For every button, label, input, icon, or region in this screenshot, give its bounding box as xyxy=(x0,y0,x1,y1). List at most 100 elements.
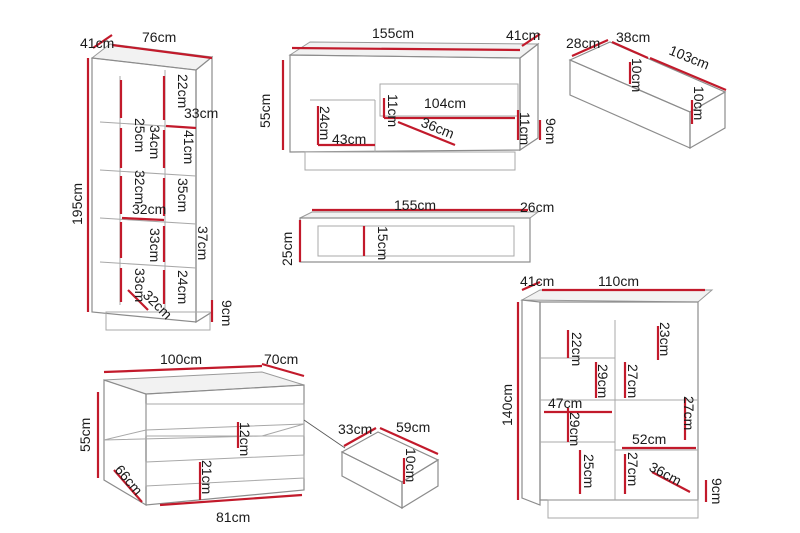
sb-left-4-label: 25cm xyxy=(581,454,597,488)
tall-drawer-line xyxy=(127,289,149,311)
tall-plinth-label: 9cm xyxy=(219,300,235,326)
tall-depth-label: 41cm xyxy=(80,35,114,51)
tall-inner-width: 32cm xyxy=(132,201,166,217)
tv-drawer-depth-line xyxy=(397,120,456,147)
tvd-depth-line xyxy=(611,40,649,60)
wall-shelf-recess xyxy=(317,225,515,257)
tall-inner-width-line xyxy=(121,216,165,222)
tall-cabinet-side xyxy=(195,55,213,324)
ct-depth-line xyxy=(261,362,305,378)
tall-shelf-right-3: 35cm xyxy=(175,178,191,212)
ct-depth-label: 70cm xyxy=(264,351,298,367)
ct-height-label: 55cm xyxy=(77,418,93,452)
cd-width-line xyxy=(343,427,377,447)
tall-shelf-left-5: 33cm xyxy=(132,268,148,302)
sb-left-width-label: 47cm xyxy=(548,395,582,411)
shelf-width-label: 155cm xyxy=(394,197,436,213)
coffee-drawer-connector xyxy=(303,419,346,449)
sb-right-1-label: 23cm xyxy=(657,322,673,356)
sideboard-side xyxy=(521,299,541,506)
tv-drawer: 28cm 38cm 103cm 10cm 10cm xyxy=(566,29,727,150)
tv-compartment-w-label: 43cm xyxy=(332,131,366,147)
coffee-table-shelf xyxy=(103,423,305,441)
tall-height-label: 195cm xyxy=(69,183,85,225)
tv-width-line xyxy=(291,46,521,52)
sb-depth-label: 41cm xyxy=(520,273,554,289)
ct-side-depth-line xyxy=(113,469,143,503)
tall-cabinet-shelf xyxy=(99,169,197,177)
tall-depth-line xyxy=(92,34,113,49)
tv-plinth-label: 9cm xyxy=(543,118,559,144)
coffee-drawer-side xyxy=(401,458,439,510)
ct-inner-w-label: 81cm xyxy=(216,509,250,525)
ct-lower-h-label: 21cm xyxy=(199,460,215,494)
tv-depth-line xyxy=(521,33,541,47)
ct-side-depth-label: 66cm xyxy=(112,462,146,499)
tall-cabinet-shelf xyxy=(99,217,197,225)
sb-left-1-label: 22cm xyxy=(569,332,585,366)
tvd-length-line xyxy=(649,56,727,92)
sb-drawer-line xyxy=(651,471,691,493)
sideboard: 41cm 110cm 140cm 22cm 29cm 29cm 25cm 23c… xyxy=(499,273,725,519)
tall-cabinet-plinth xyxy=(105,311,211,331)
tall-shelf-right-1: 22cm xyxy=(175,74,191,108)
shelf-depth-label: 26cm xyxy=(520,199,554,215)
sb-width-label: 110cm xyxy=(598,273,639,289)
tall-width-label: 76cm xyxy=(142,29,176,45)
tv-bench: 155cm 41cm 55cm 24cm 43cm 11cm 104cm 36c… xyxy=(257,25,559,171)
sb-plinth-label: 9cm xyxy=(709,478,725,504)
shelf-inner-label: 15cm xyxy=(375,226,391,260)
wall-shelf-front xyxy=(299,217,531,263)
cd-depth-label: 59cm xyxy=(396,419,430,435)
tvd-depth-label: 38cm xyxy=(616,29,650,45)
ct-inner-w-line xyxy=(159,493,303,507)
tall-shelf-right-4: 37cm xyxy=(195,226,211,260)
tvd-width-line xyxy=(571,38,609,58)
sb-left-3-label: 29cm xyxy=(567,412,583,446)
tall-shelf-right-2: 41cm xyxy=(181,130,197,164)
ct-inner-h-label: 12cm xyxy=(237,422,253,456)
sb-left-2-label: 29cm xyxy=(595,364,611,398)
tall-shelf-left-4: 33cm xyxy=(147,228,163,262)
tv-width-label: 155cm xyxy=(372,25,414,41)
ct-width-line xyxy=(103,364,263,374)
sb-right-2-label: 27cm xyxy=(625,364,641,398)
sb-right-width-label: 52cm xyxy=(632,431,666,447)
sb-height-label: 140cm xyxy=(499,384,515,426)
ct-width-label: 100cm xyxy=(160,351,202,367)
cd-height-label: 10cm xyxy=(403,448,419,482)
tv-bench-side xyxy=(519,42,539,152)
tv-depth-label: 41cm xyxy=(506,27,540,43)
tvd-side-label: 10cm xyxy=(691,86,707,120)
tv-right-h-label: 11cm xyxy=(517,112,533,145)
tv-drawer-w-label: 104cm xyxy=(424,95,466,111)
sb-right-3-label: 27cm xyxy=(681,396,697,430)
tall-cabinet-shelf xyxy=(99,261,197,269)
tv-bench-drawer xyxy=(379,83,519,117)
wall-shelf: 155cm 26cm 25cm 15cm xyxy=(279,197,554,266)
coffee-table-lower xyxy=(145,454,305,487)
coffee-drawer-front xyxy=(341,451,403,509)
sideboard-top xyxy=(520,289,714,303)
shelf-height-label: 25cm xyxy=(279,232,295,266)
tall-shelf-right-5: 24cm xyxy=(175,270,191,304)
tall-inner-width-right: 33cm xyxy=(184,105,218,121)
tv-compartment-h-label: 24cm xyxy=(317,106,333,140)
tall-width-line xyxy=(111,43,213,60)
tall-cabinet: 41cm 76cm 195cm 25cm 34cm 32cm 33cm 33cm… xyxy=(69,29,235,331)
tv-bench-plinth xyxy=(304,151,516,171)
tv-drawer-h-label: 11cm xyxy=(385,94,401,127)
tvd-width-label: 28cm xyxy=(566,35,600,51)
cd-width-label: 33cm xyxy=(338,421,372,437)
coffee-table-front xyxy=(145,384,305,506)
sb-depth-line xyxy=(521,280,541,292)
tall-shelf-left-3: 32cm xyxy=(132,170,148,204)
cd-depth-line xyxy=(379,426,439,456)
coffee-drawer: 33cm 59cm 10cm xyxy=(303,419,440,510)
tv-drawer-side xyxy=(689,90,726,150)
tv-height-label: 55cm xyxy=(257,94,273,128)
sideboard-plinth xyxy=(547,499,699,519)
sb-right-4-label: 27cm xyxy=(625,452,641,486)
